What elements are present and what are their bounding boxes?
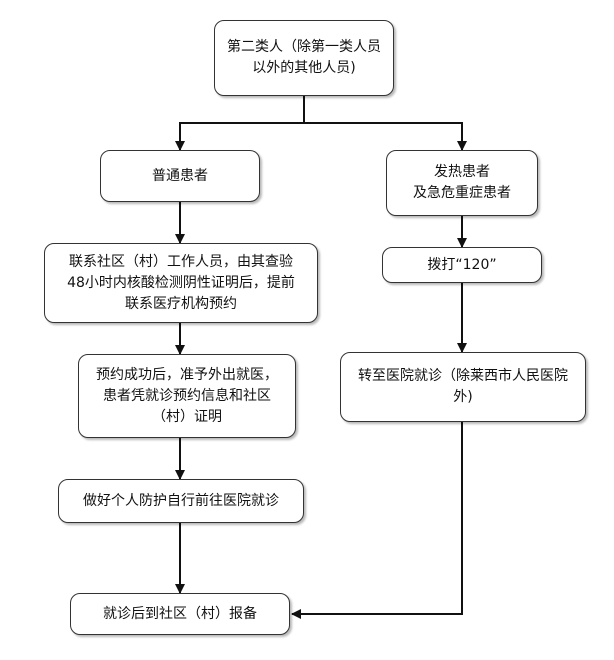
node-call-120-label: 拨打“120” — [427, 256, 497, 273]
edge-split-right — [304, 122, 467, 151]
node-contact-community-label: 联系社区（村）工作人员，由其查验 48小时内核酸检测阴性证明后，提前 联系医疗机… — [67, 253, 295, 312]
node-ordinary-patient-label: 普通患者 — [152, 167, 208, 184]
node-category2-label: 第二类人（除第一类人员 以外的其他人员) — [227, 39, 381, 76]
node-transfer-hospital: 转至医院就诊（除莱西市人民医院 外) — [340, 352, 586, 422]
node-fever-patient-label: 发热患者 及急危重症患者 — [413, 164, 511, 201]
node-report-community: 就诊后到社区（村）报备 — [70, 593, 290, 635]
node-appointment-approved: 预约成功后，准予外出就医， 患者凭就诊预约信息和社区 （村）证明 — [78, 354, 296, 438]
edge-transfer-to-report — [291, 422, 463, 619]
node-contact-community: 联系社区（村）工作人员，由其查验 48小时内核酸检测阴性证明后，提前 联系医疗机… — [44, 243, 318, 323]
edge-split-left — [175, 96, 305, 151]
node-report-community-label: 就诊后到社区（村）报备 — [103, 605, 257, 622]
node-appointment-approved-label: 预约成功后，准予外出就医， 患者凭就诊预约信息和社区 （村）证明 — [96, 366, 278, 425]
node-self-protection: 做好个人防护自行前往医院就诊 — [58, 479, 304, 523]
node-category2: 第二类人（除第一类人员 以外的其他人员) — [214, 20, 394, 96]
node-call-120: 拨打“120” — [382, 247, 542, 283]
node-transfer-hospital-label: 转至医院就诊（除莱西市人民医院 外) — [358, 368, 568, 405]
node-fever-patient: 发热患者 及急危重症患者 — [386, 150, 538, 216]
node-ordinary-patient: 普通患者 — [100, 150, 260, 202]
node-self-protection-label: 做好个人防护自行前往医院就诊 — [83, 492, 279, 509]
